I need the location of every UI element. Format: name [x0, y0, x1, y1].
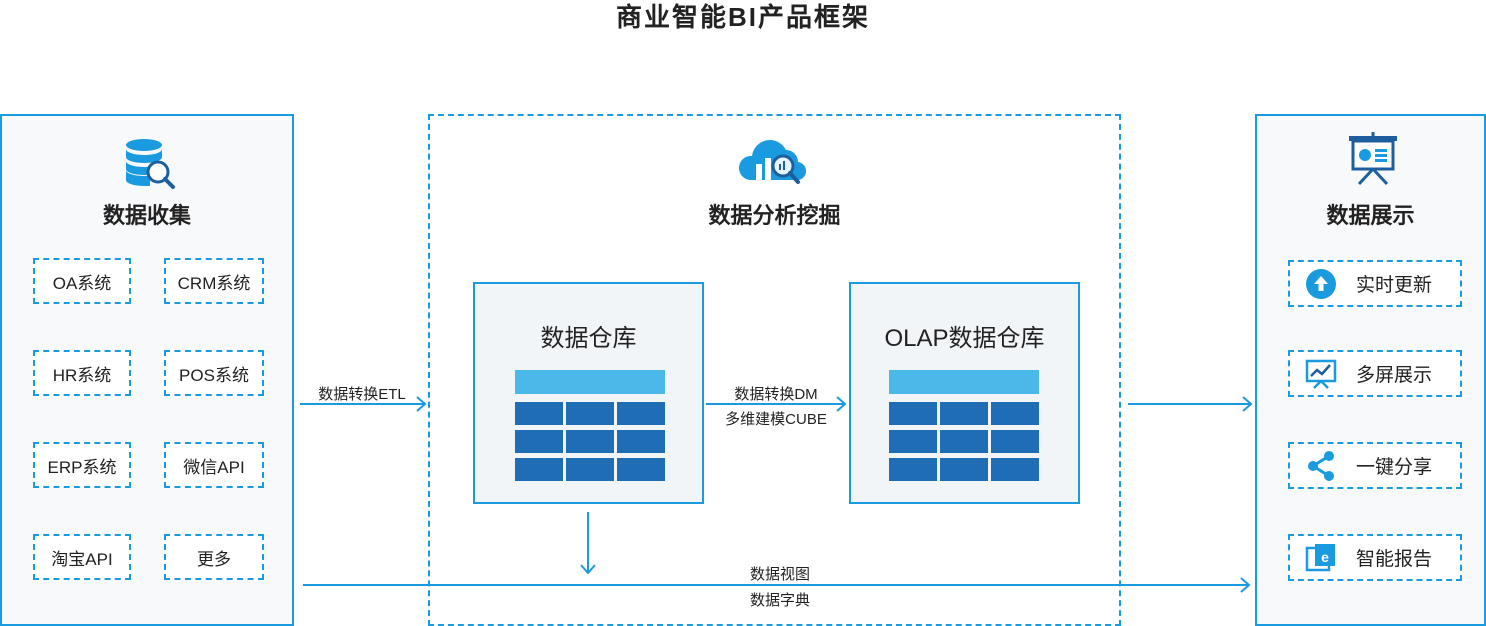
analysis-title: 数据分析挖掘	[708, 203, 841, 228]
source-hr: HR系统	[33, 350, 131, 396]
dict-label: 数据字典	[749, 592, 810, 609]
display-panel: 数据展示 实时更新 多屏展示	[1255, 114, 1486, 626]
output-label: 多屏展示	[1356, 365, 1433, 386]
output-realtime-update: 实时更新	[1288, 260, 1462, 307]
source-oa: OA系统	[33, 258, 131, 304]
presentation-board-icon	[1346, 132, 1400, 188]
database-search-icon	[122, 136, 176, 190]
output-one-click-share: 一键分享	[1288, 442, 1462, 489]
olap-title: OLAP数据仓库	[884, 325, 1045, 352]
output-smart-report: e 智能报告	[1288, 534, 1462, 581]
source-wechat-api: 微信API	[164, 442, 264, 488]
cloud-analysis-icon	[736, 136, 808, 190]
dm-label: 数据转换DM	[734, 386, 818, 403]
report-icon: e	[1304, 541, 1338, 575]
source-erp: ERP系统	[33, 442, 131, 488]
output-label: 实时更新	[1356, 275, 1433, 296]
analysis-panel: 数据分析挖掘 数据仓库 OLAP数据仓库	[428, 114, 1121, 626]
svg-text:e: e	[1321, 549, 1329, 565]
display-title: 数据展示	[1326, 203, 1415, 228]
source-more: 更多	[164, 534, 264, 580]
output-label: 智能报告	[1356, 549, 1433, 570]
warehouse-title: 数据仓库	[540, 325, 637, 352]
etl-label: 数据转换ETL	[318, 386, 406, 403]
warehouse-box: 数据仓库	[473, 282, 704, 504]
output-multi-screen: 多屏展示	[1288, 350, 1462, 397]
output-label: 一键分享	[1356, 457, 1433, 478]
cube-label: 多维建模CUBE	[725, 411, 827, 428]
warehouse-table-icon	[515, 370, 665, 481]
collect-panel: 数据收集 OA系统 CRM系统 HR系统 POS系统 ERP系统 微信API 淘…	[0, 114, 294, 626]
source-crm: CRM系统	[164, 258, 264, 304]
source-taobao-api: 淘宝API	[33, 534, 131, 580]
page-title: 商业智能BI产品框架	[615, 2, 870, 32]
source-pos: POS系统	[164, 350, 264, 396]
chart-screen-icon	[1304, 357, 1338, 391]
collect-title: 数据收集	[102, 203, 191, 228]
share-icon	[1304, 449, 1338, 483]
view-label: 数据视图	[749, 566, 810, 583]
olap-table-icon	[889, 370, 1039, 481]
upload-arrow-icon	[1304, 267, 1338, 301]
olap-box: OLAP数据仓库	[849, 282, 1080, 504]
